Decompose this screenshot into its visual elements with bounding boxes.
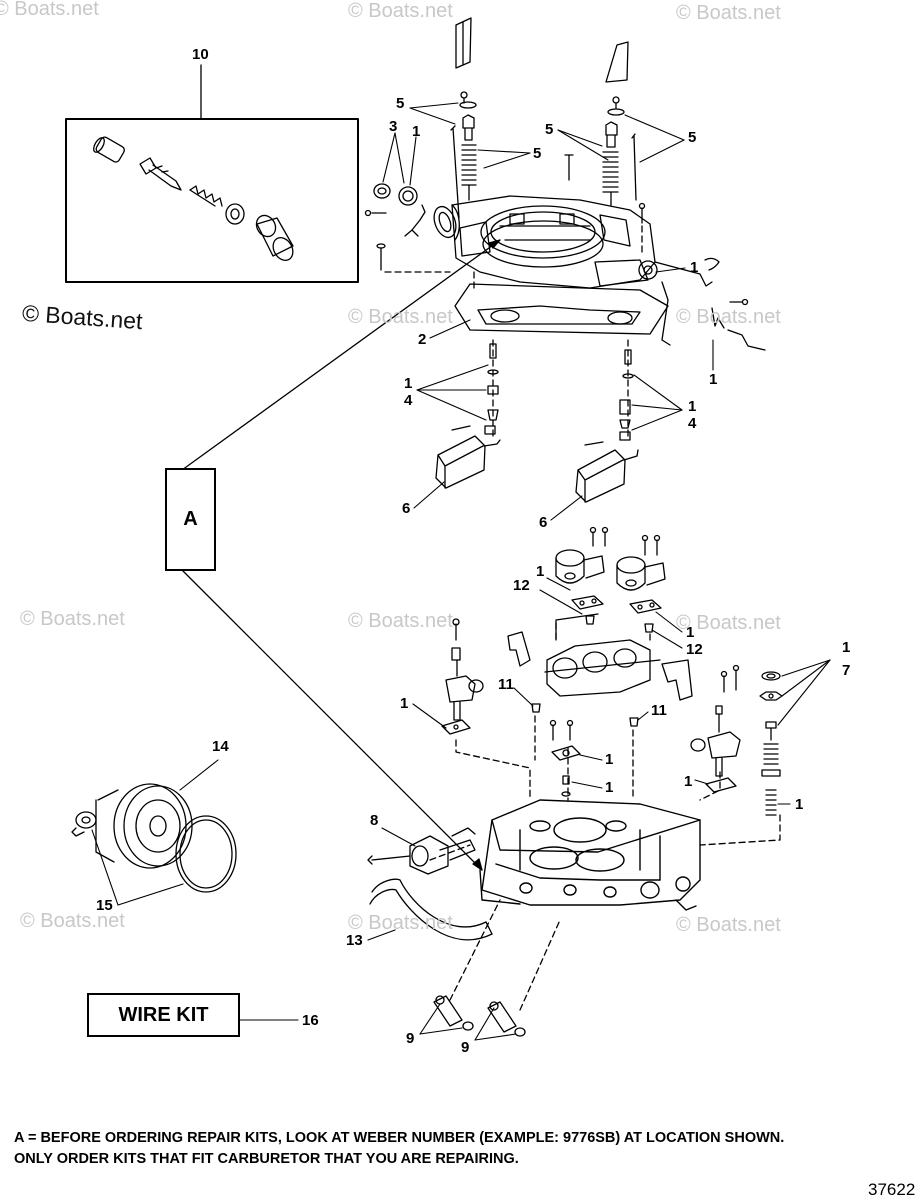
- callout-1: 1: [605, 779, 614, 796]
- callout-1: 1: [404, 375, 413, 392]
- callout-3: 3: [389, 118, 398, 135]
- watermark: © Boats.net: [20, 910, 125, 932]
- callout-7: 7: [842, 662, 851, 679]
- box-a: A: [165, 468, 216, 571]
- upper-alignment-lines: [384, 225, 643, 441]
- box-a-label: A: [183, 508, 198, 530]
- callout-5: 5: [396, 95, 405, 112]
- watermark: © Boats.net: [348, 912, 453, 934]
- reference-number: 37622: [868, 1180, 916, 1199]
- callout-1: 1: [536, 563, 545, 580]
- callout-15: 15: [96, 897, 113, 914]
- callout-13: 13: [346, 932, 363, 949]
- callout-4: 4: [404, 392, 413, 409]
- callout-12: 12: [686, 641, 703, 658]
- callout-1: 1: [709, 371, 718, 388]
- callout-leaders: [91, 102, 831, 1041]
- airhorn-gasket: [454, 283, 669, 335]
- center-check-parts: [549, 719, 581, 797]
- watermark: © Boats.net: [348, 306, 453, 328]
- fuel-hose: [369, 878, 493, 941]
- callout-10: 10: [192, 46, 209, 63]
- kit-washer: [225, 203, 245, 225]
- nozzle-11-left: [531, 703, 541, 713]
- choke-flag-right: [605, 41, 629, 83]
- watermark: © Boats.net: [676, 2, 781, 24]
- callout-8: 8: [370, 812, 379, 829]
- metering-rod-left: [441, 618, 484, 735]
- main-body: [479, 799, 701, 911]
- callout-5: 5: [533, 145, 542, 162]
- watermark: © Boats.net: [20, 608, 125, 630]
- callout-11: 11: [651, 702, 667, 719]
- callout-9: 9: [461, 1039, 470, 1056]
- callout-11: 11: [498, 676, 514, 693]
- kit-tube-small: [93, 136, 125, 163]
- callout-14: 14: [212, 738, 229, 755]
- pump-plunger-right: [759, 671, 783, 816]
- needle-seat-kit-group: [65, 64, 359, 283]
- callout-9: 9: [406, 1030, 415, 1047]
- watermark: © Boats.net: [348, 610, 453, 632]
- nozzle-11-right: [629, 717, 639, 727]
- callout-5: 5: [545, 121, 554, 138]
- footnote-line-1: A = BEFORE ORDERING REPAIR KITS, LOOK AT…: [14, 1130, 785, 1146]
- callout-1: 1: [684, 773, 693, 790]
- watermark: © Boats.net: [676, 306, 781, 328]
- callout-2: 2: [418, 331, 427, 348]
- kit-needle: [139, 157, 182, 191]
- watermark: © Boats.net: [676, 914, 781, 936]
- callout-4: 4: [688, 415, 697, 432]
- choke-thermostat: [71, 783, 237, 893]
- watermark: © Boats.net: [676, 612, 781, 634]
- callout-1: 1: [400, 695, 409, 712]
- callout-1: 1: [795, 796, 804, 813]
- callout-1: 1: [842, 639, 851, 656]
- middle-alignment-lines: [429, 622, 781, 1011]
- float-left: [435, 425, 501, 489]
- footnote-line-2: ONLY ORDER KITS THAT FIT CARBURETOR THAT…: [14, 1151, 519, 1167]
- callout-6: 6: [539, 514, 548, 531]
- watermark: © Boats.net: [0, 0, 99, 20]
- callout-1: 1: [686, 624, 695, 641]
- callout-1: 1: [412, 123, 421, 140]
- choke-flag-left: [455, 17, 472, 69]
- callout-1: 1: [688, 398, 697, 415]
- callout-12: 12: [513, 577, 530, 594]
- callout-5: 5: [688, 129, 697, 146]
- jet-set-left: [484, 343, 499, 435]
- callout-6: 6: [402, 500, 411, 517]
- callout-1: 1: [690, 259, 699, 276]
- callout-16: 16: [302, 1012, 319, 1029]
- box-a-leaders: [181, 239, 501, 871]
- airhorn-assembly: [364, 114, 766, 351]
- wire-kit-box: WIRE KIT: [87, 993, 240, 1037]
- kit-spring: [189, 185, 223, 207]
- wire-kit-label: WIRE KIT: [118, 1003, 209, 1026]
- venturi-cluster: [507, 613, 693, 701]
- top-screws: [459, 91, 625, 116]
- float-right: [575, 441, 639, 503]
- callout-1: 1: [605, 751, 614, 768]
- idle-mixture-screws: [433, 995, 526, 1037]
- watermark: © Boats.net: [348, 0, 453, 22]
- fuel-inlet-fitting: [367, 827, 476, 875]
- kit-tube-large: [255, 214, 294, 261]
- accelerator-pump-cams: [555, 526, 666, 633]
- jet-set-right: [619, 349, 634, 441]
- metering-rod-right: [690, 664, 741, 793]
